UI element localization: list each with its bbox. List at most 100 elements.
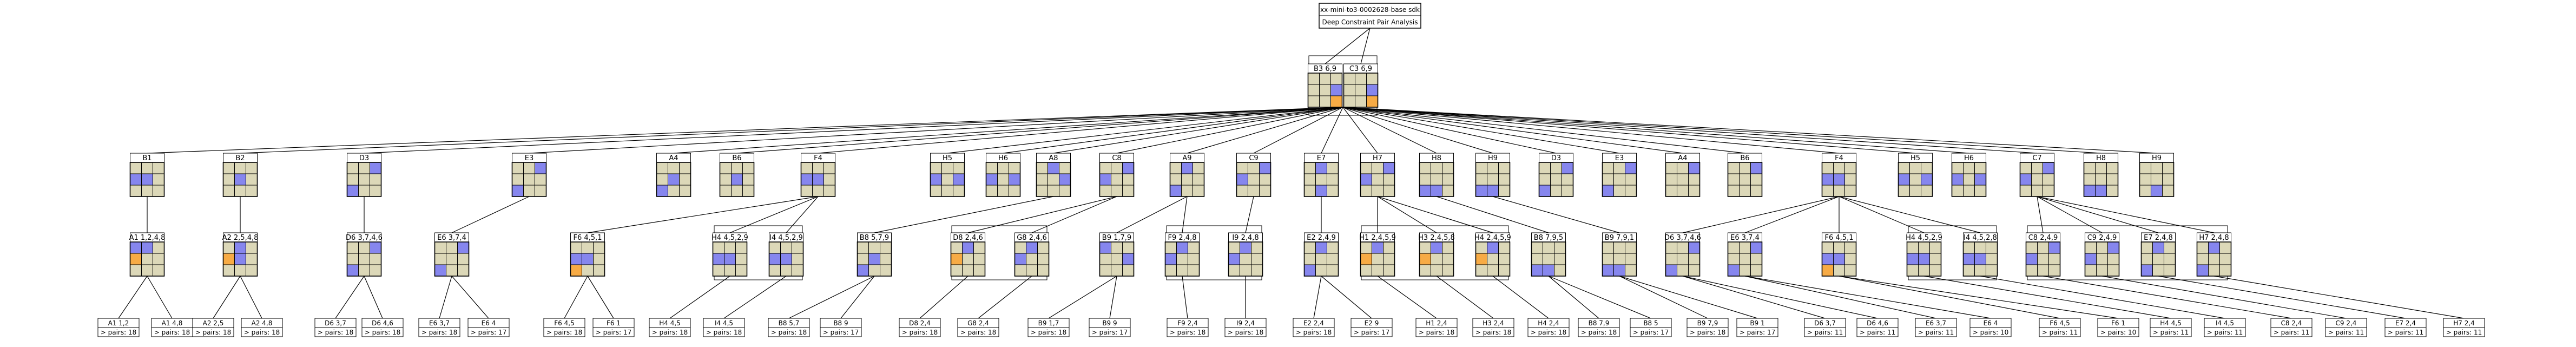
cell-empty: [1963, 162, 1975, 174]
level2-node: F9 2,4,8: [1164, 232, 1200, 277]
root-to-level1-edge: [1342, 107, 2038, 154]
cell-empty: [1355, 95, 1367, 108]
cell-empty: [2096, 253, 2108, 265]
cell-empty: [724, 241, 736, 254]
cell-blue: [2208, 241, 2220, 254]
level2-to-leaf-edge: [1321, 276, 1372, 319]
cell-empty: [656, 162, 668, 174]
cell-empty: [1170, 173, 1182, 186]
cell-blue: [1665, 264, 1677, 277]
cell-empty: [2095, 173, 2107, 186]
cell-empty: [130, 264, 142, 277]
root-to-level1-edge: [736, 107, 1343, 154]
level1-to-level2-edge: [1377, 196, 1437, 233]
level2-node: I4 4,5,2,8: [1962, 232, 1998, 277]
cell-empty: [1308, 84, 1320, 96]
leaf-node: A2 2,5> pairs: 18: [192, 318, 234, 337]
cell-empty: [1304, 185, 1316, 197]
node-label: A2 2,5,4,8: [222, 234, 259, 242]
cell-blue: [347, 185, 359, 197]
cell-empty: [1193, 162, 1204, 174]
cell-empty: [1304, 162, 1316, 174]
node-label: H4 2,4,5,9: [1474, 234, 1511, 242]
level2-to-leaf-edge: [1619, 276, 1708, 319]
cell-empty: [1739, 253, 1751, 265]
cell-empty: [1383, 253, 1395, 265]
cell-empty: [1952, 185, 1964, 197]
node-label: H5: [943, 154, 952, 162]
cell-empty: [1304, 253, 1316, 265]
node-label: B1: [142, 154, 151, 162]
cell-empty: [512, 162, 524, 174]
title-box: xx-mini-to3-0002628-base sdk Deep Constr…: [1319, 3, 1421, 29]
cell-empty: [1974, 185, 1986, 197]
cell-empty: [1047, 185, 1059, 197]
grid-border: [1303, 162, 1339, 197]
cell-empty: [1543, 253, 1554, 265]
cell-empty: [973, 253, 985, 265]
node-label: E6 3,7,4: [437, 234, 466, 242]
node-label: B8 7,9,5: [1534, 234, 1563, 242]
grid-border: [1821, 241, 1857, 277]
cell-empty: [1251, 253, 1263, 265]
node-label: C8: [1112, 154, 1121, 162]
cell-empty: [246, 253, 258, 265]
leaf-node: I4 4,5> pairs: 18: [703, 318, 745, 337]
cell-empty: [1111, 253, 1123, 265]
cell-empty: [1188, 253, 1200, 265]
cell-blue: [457, 241, 469, 254]
root-to-level1-edge: [1116, 107, 1343, 154]
level2-node: E6 3,7,4: [434, 232, 470, 277]
level1-to-level2-edge: [1116, 196, 1188, 233]
leaf-label: D6 3,7: [325, 319, 346, 327]
cell-empty: [434, 241, 446, 254]
cell-blue: [130, 241, 142, 254]
cell-empty: [953, 185, 965, 197]
cell-empty: [1688, 173, 1700, 186]
node-label: D8 2,4,6: [953, 234, 983, 242]
cell-empty: [2219, 264, 2231, 277]
leaf-pairs: > pairs: 18: [546, 329, 583, 336]
leaf-pairs: > pairs: 17: [596, 329, 632, 336]
cell-blue: [141, 173, 153, 186]
cell-blue: [769, 253, 781, 265]
leaf-pairs: > pairs: 11: [2446, 329, 2482, 336]
level1-to-level2-edge: [2037, 196, 2159, 233]
node-label: A9: [1182, 154, 1191, 162]
level1-to-level2-edge: [1839, 196, 1981, 233]
cell-blue: [1728, 264, 1740, 277]
cell-blue: [780, 253, 792, 265]
cell-empty: [1355, 84, 1367, 96]
cell-blue: [1122, 253, 1134, 265]
cell-empty: [679, 173, 691, 186]
cell-empty: [1122, 264, 1134, 277]
grid-border: [1665, 241, 1701, 277]
cell-empty: [2164, 253, 2176, 265]
grid-border: [930, 162, 965, 197]
cell-empty: [1909, 185, 1921, 197]
cell-empty: [1240, 264, 1251, 277]
level2-to-leaf-edge: [1182, 276, 1188, 319]
leaf-node: H7 2,4> pairs: 11: [2443, 318, 2485, 337]
leaf-pairs: > pairs: 18: [652, 329, 688, 336]
cell-empty: [2141, 241, 2153, 254]
level1-node: F4: [800, 153, 836, 197]
cell-empty: [2037, 264, 2049, 277]
level2-to-leaf-edge: [1682, 276, 1826, 319]
level1-to-level2-edge: [1839, 196, 1925, 233]
cell-blue: [868, 253, 880, 265]
cell-blue: [1602, 264, 1614, 277]
cell-empty: [1677, 173, 1689, 186]
cell-empty: [1228, 241, 1240, 254]
grid-border: [570, 241, 605, 277]
cell-empty: [1315, 253, 1327, 265]
cell-empty: [2151, 162, 2163, 174]
cell-blue: [582, 253, 594, 265]
cell-empty: [1315, 264, 1327, 277]
cell-empty: [1550, 173, 1562, 186]
cell-empty: [941, 185, 953, 197]
cell-empty: [246, 241, 258, 254]
cell-blue: [713, 253, 724, 265]
node-label: I4 4,5,2,8: [1964, 234, 1997, 242]
cell-empty: [457, 253, 469, 265]
